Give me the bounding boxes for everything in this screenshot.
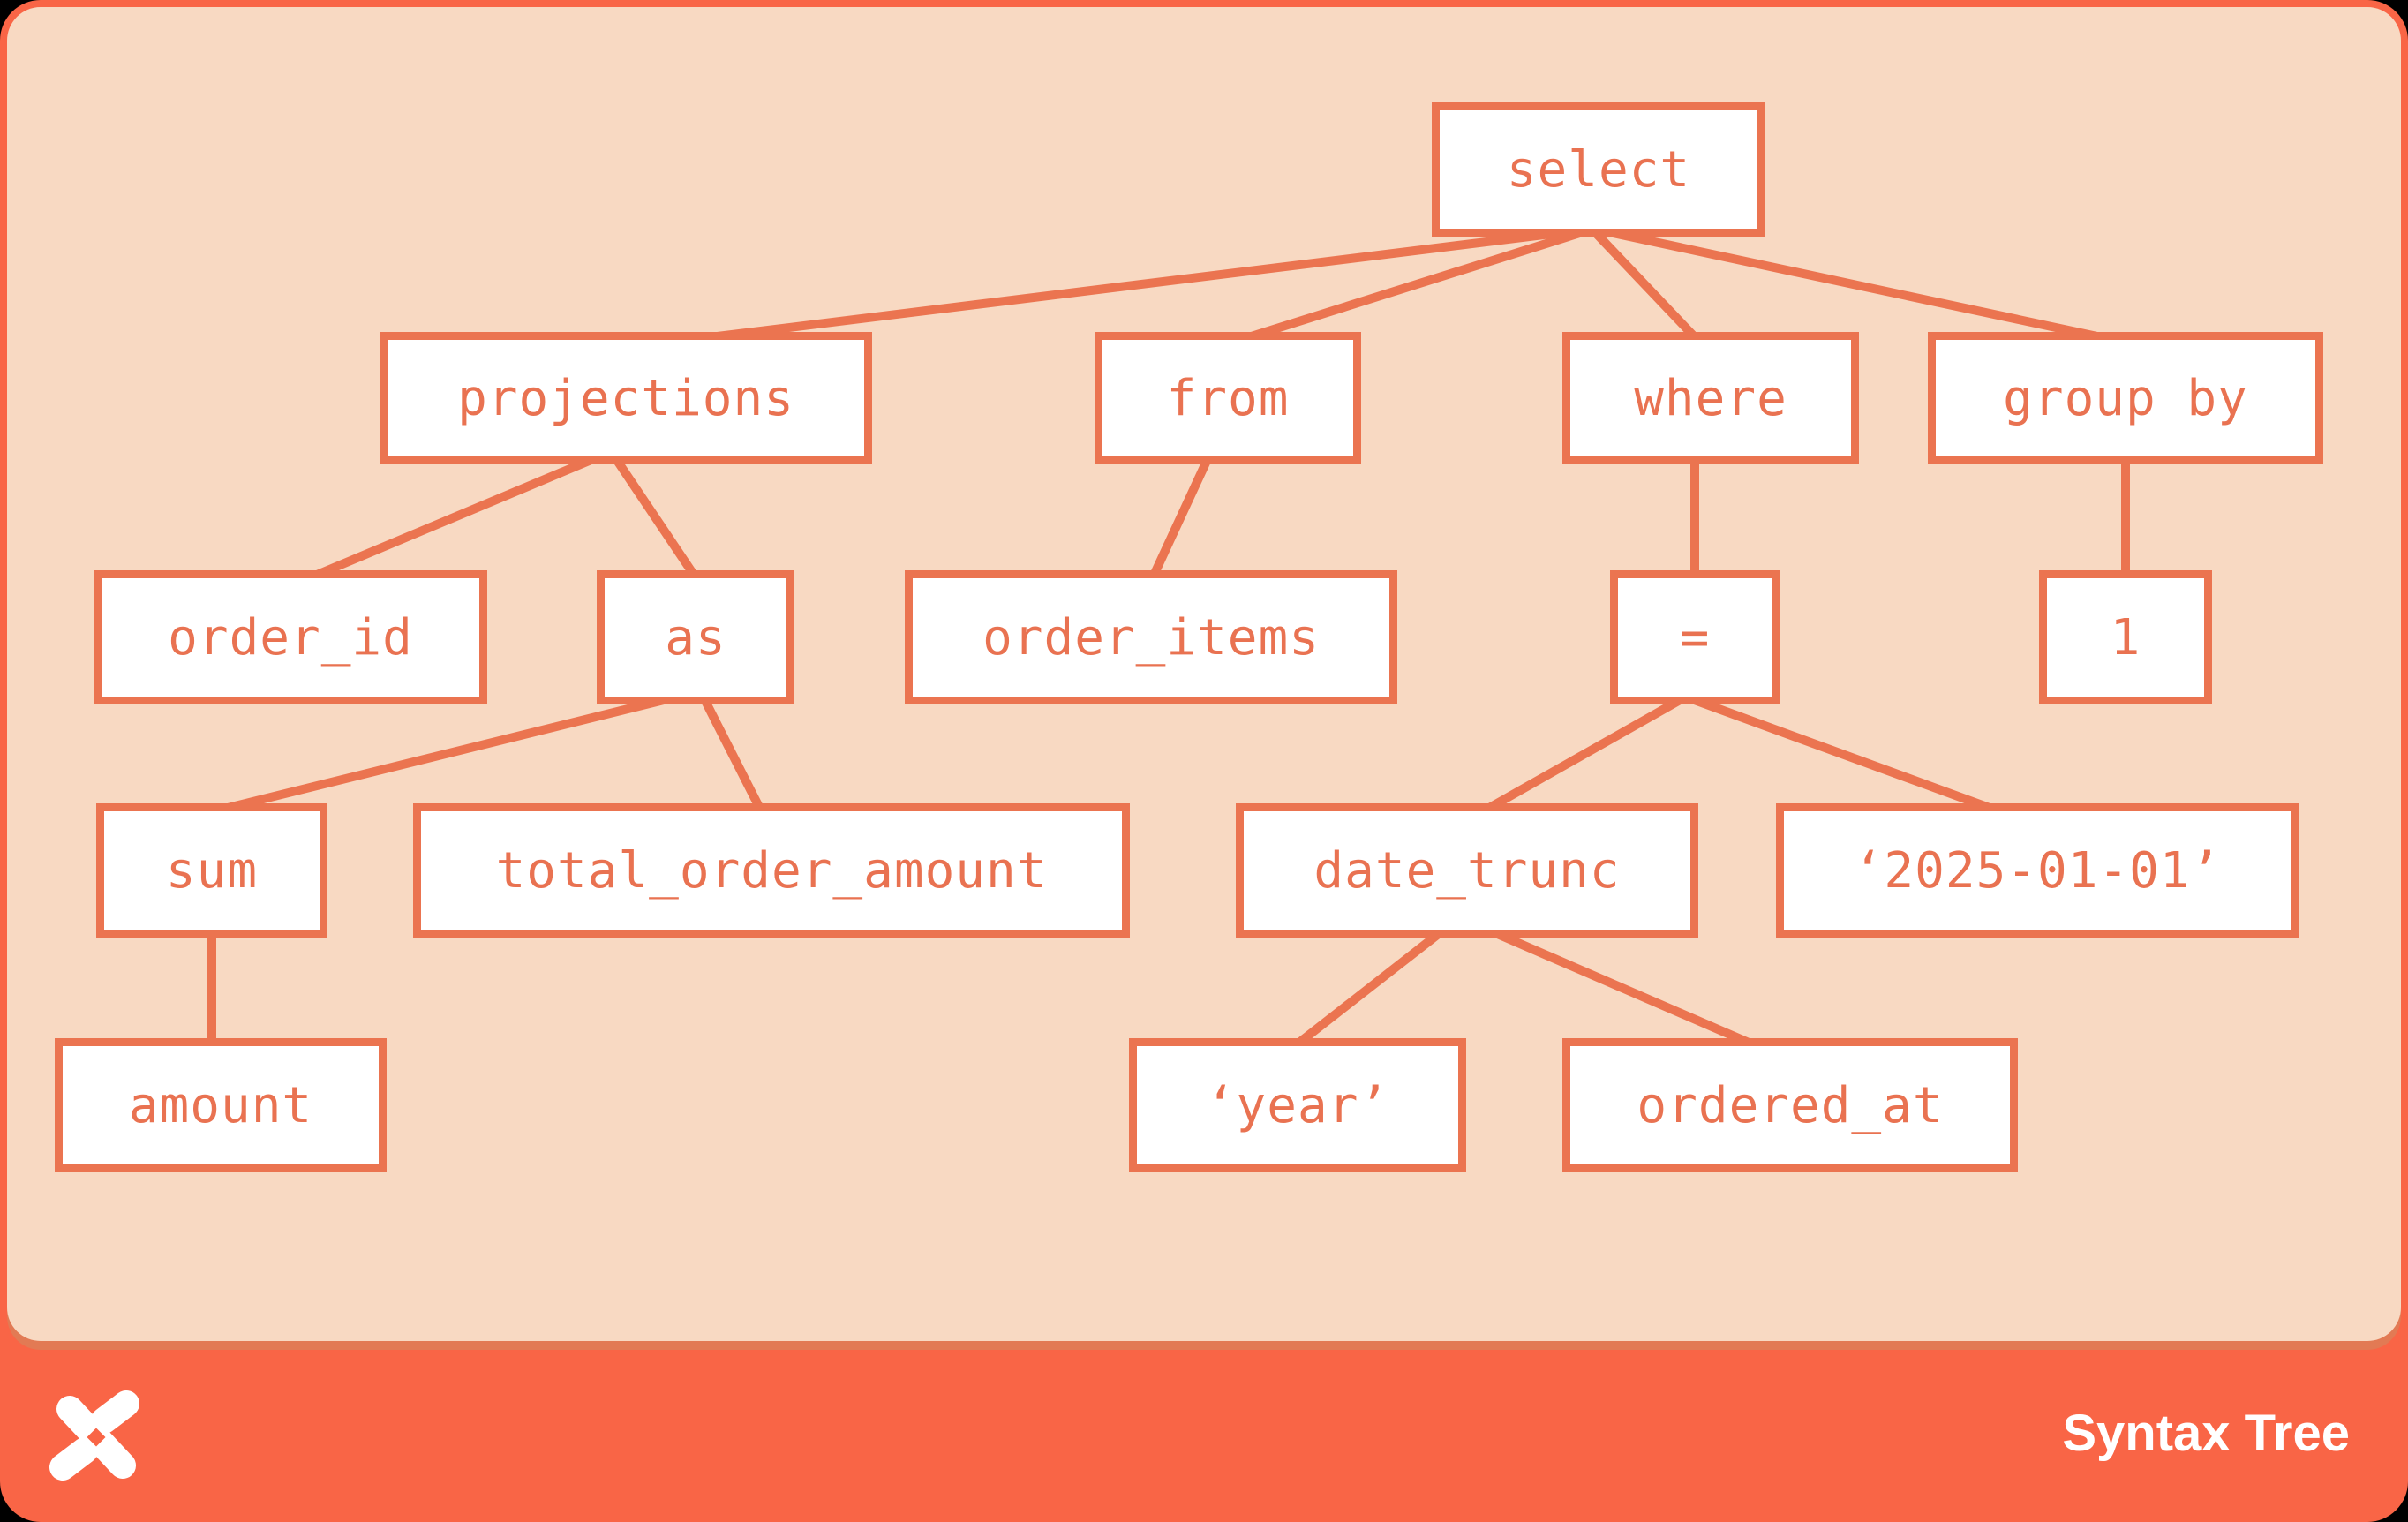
tree-node-where: where [1562,332,1859,464]
tree-node-group-by: group by [1928,332,2323,464]
tree-node-sum: sum [96,803,327,938]
tree-node-order-items: order_items [905,570,1397,704]
tree-node-ordered-at: ordered_at [1562,1038,2018,1172]
tree-node-equals: = [1610,570,1780,704]
tree-node-from: from [1095,332,1361,464]
tree-node-one: 1 [2039,570,2212,704]
footer-title: Syntax Tree [2062,1405,2350,1462]
tree-node-as: as [597,570,794,704]
tree-node-date-trunc: date_trunc [1236,803,1698,938]
tree-node-date-literal: ‘2025-01-01’ [1776,803,2299,938]
tree-node-select: select [1432,102,1765,237]
tree-node-total-order-amount: total_order_amount [413,803,1130,938]
logo-diamond-hole [87,1428,106,1447]
pinwheel-x-logo-icon [49,1390,139,1481]
tree-node-amount: amount [55,1038,387,1172]
tree-node-year-literal: ‘year’ [1129,1038,1466,1172]
tree-node-projections: projections [380,332,872,464]
tree-node-order-id: order_id [94,570,487,704]
